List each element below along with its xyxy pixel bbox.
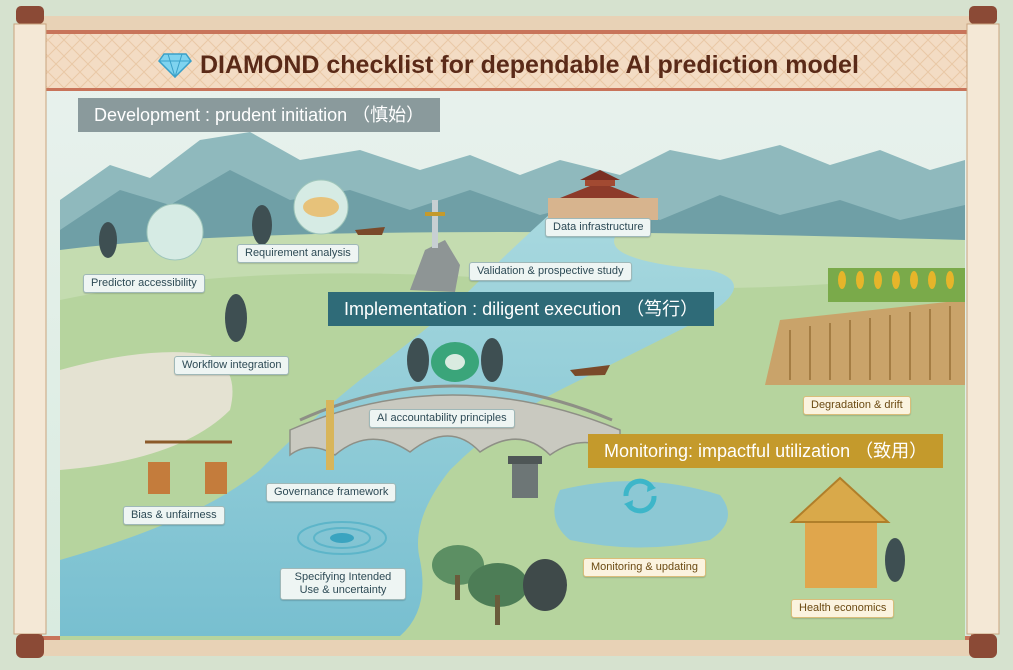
- label-workflow-integration: Workflow integration: [174, 356, 290, 375]
- label-requirement-analysis: Requirement analysis: [237, 244, 359, 263]
- label-data-infrastructure: Data infrastructure: [545, 218, 652, 237]
- label-bias-unfairness: Bias & unfairness: [123, 506, 225, 525]
- implementation-banner: Implementation : diligent execution （笃行）: [328, 292, 715, 326]
- willow-trees: [432, 545, 567, 625]
- label-specifying-intended-use: Specifying Intended Use & uncertainty: [280, 568, 406, 600]
- recycle-arrows-icon: [618, 474, 662, 518]
- buckets-on-pole: [145, 440, 232, 494]
- sword-stone-illustration: [410, 200, 460, 292]
- label-specifying-line2: Use & uncertainty: [299, 584, 387, 596]
- label-ai-accountability: AI accountability principles: [369, 409, 515, 428]
- palace-illustration: [548, 170, 658, 220]
- label-monitoring-updating: Monitoring & updating: [583, 558, 707, 577]
- thatched-hut: [789, 476, 891, 588]
- left-scroll-roller: [13, 6, 47, 658]
- diamond-icon: [158, 52, 192, 79]
- label-health-economics: Health economics: [791, 599, 895, 618]
- development-banner: Development : prudent initiation （慎始）: [78, 98, 441, 132]
- monitoring-banner: Monitoring: impactful utilization （致用）: [588, 434, 944, 468]
- page-title: DIAMOND checklist for dependable AI pred…: [200, 51, 859, 79]
- label-specifying-line1: Specifying Intended: [294, 571, 392, 583]
- label-governance-framework: Governance framework: [266, 483, 397, 502]
- right-scroll-roller: [966, 6, 1000, 658]
- label-predictor-accessibility: Predictor accessibility: [83, 274, 205, 293]
- label-degradation-drift: Degradation & drift: [803, 396, 911, 415]
- label-validation-prospective: Validation & prospective study: [469, 262, 632, 281]
